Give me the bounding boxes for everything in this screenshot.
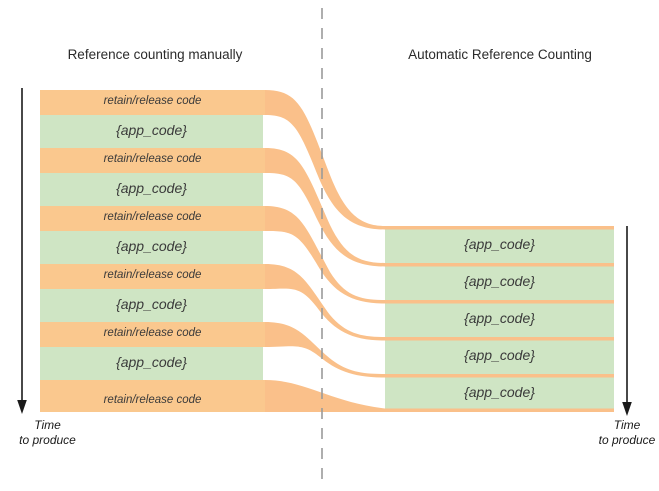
header-right: Automatic Reference Counting — [408, 47, 592, 62]
left-block-app-5 — [40, 347, 263, 380]
left-block-retain-6 — [40, 380, 265, 412]
left-block-app-2 — [40, 173, 263, 206]
left-axis-caption-line1: Time — [34, 418, 61, 432]
right-block-app-5 — [385, 377, 614, 409]
left-block-app-4 — [40, 289, 263, 322]
right-block-app-4 — [385, 340, 614, 374]
left-axis-caption-line2: to produce — [19, 433, 76, 447]
right-axis-caption-line1: Time — [613, 418, 641, 432]
left-block-app-3 — [40, 231, 263, 264]
left-axis-caption: Time to produce — [0, 418, 95, 448]
left-block-retain-1 — [40, 90, 265, 115]
left-blocks — [40, 90, 265, 412]
right-blocks — [385, 229, 614, 409]
left-block-retain-2 — [40, 148, 265, 173]
left-block-retain-3 — [40, 206, 265, 231]
right-axis-caption-line2: to produce — [598, 433, 656, 447]
left-block-retain-5 — [40, 322, 265, 347]
left-block-retain-4 — [40, 264, 265, 289]
right-block-app-2 — [385, 266, 614, 300]
left-block-app-1 — [40, 115, 263, 148]
header-left: Reference counting manually — [67, 47, 243, 62]
right-axis-caption: Time to produce — [595, 418, 659, 448]
right-block-app-1 — [385, 229, 614, 263]
left-time-axis — [17, 88, 27, 414]
right-time-axis — [622, 226, 632, 416]
right-block-app-3 — [385, 303, 614, 337]
